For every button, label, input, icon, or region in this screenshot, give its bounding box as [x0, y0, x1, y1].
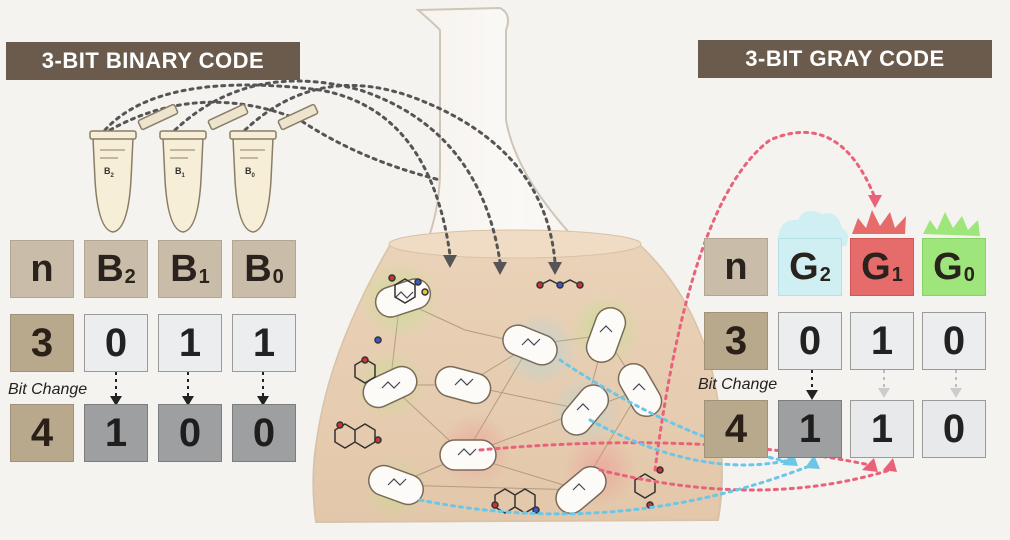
binary-row4-n: 4 — [10, 404, 74, 462]
gray-row4-n: 4 — [704, 400, 768, 458]
gray-row3-g1: 1 — [850, 312, 914, 370]
binary-row4-b1: 0 — [158, 404, 222, 462]
cell-circuit-marks — [381, 291, 646, 491]
binary-row4-b0: 0 — [232, 404, 296, 462]
binary-bit-change-arrows — [115, 372, 264, 398]
tube-label-b1: B1 — [175, 166, 185, 179]
gray-header-n: n — [704, 238, 768, 296]
gray-row4-g2: 1 — [778, 400, 842, 458]
g2-glow — [778, 210, 849, 246]
g1-starburst — [852, 210, 906, 234]
test-tubes — [89, 130, 277, 233]
binary-row3-n: 3 — [10, 314, 74, 372]
binary-header-n: n — [10, 240, 74, 298]
binary-bit-change-label: Bit Change — [8, 381, 88, 398]
molecule-structures — [334, 274, 664, 514]
binary-row3-b0: 1 — [232, 314, 296, 372]
gray-row3-g0: 0 — [922, 312, 986, 370]
tube-label-b0: B0 — [245, 166, 255, 179]
gray-bit-change-arrows — [811, 370, 957, 392]
binary-title: 3-BIT BINARY CODE — [6, 42, 300, 80]
g0-starburst — [923, 212, 980, 236]
gray-row3-g2: 0 — [778, 312, 842, 370]
binary-row3-b1: 1 — [158, 314, 222, 372]
gray-row4-g1: 1 — [850, 400, 914, 458]
binary-row3-b2: 0 — [84, 314, 148, 372]
gray-bit-change-label: Bit Change — [698, 376, 778, 393]
gray-row3-n: 3 — [704, 312, 768, 370]
gray-row4-g0: 0 — [922, 400, 986, 458]
gray-title: 3-BIT GRAY CODE — [698, 40, 992, 78]
engineered-cells — [362, 278, 663, 515]
binary-row4-b2: 1 — [84, 404, 148, 462]
tube-label-b2: B2 — [104, 166, 114, 179]
tube-caps — [137, 103, 319, 131]
